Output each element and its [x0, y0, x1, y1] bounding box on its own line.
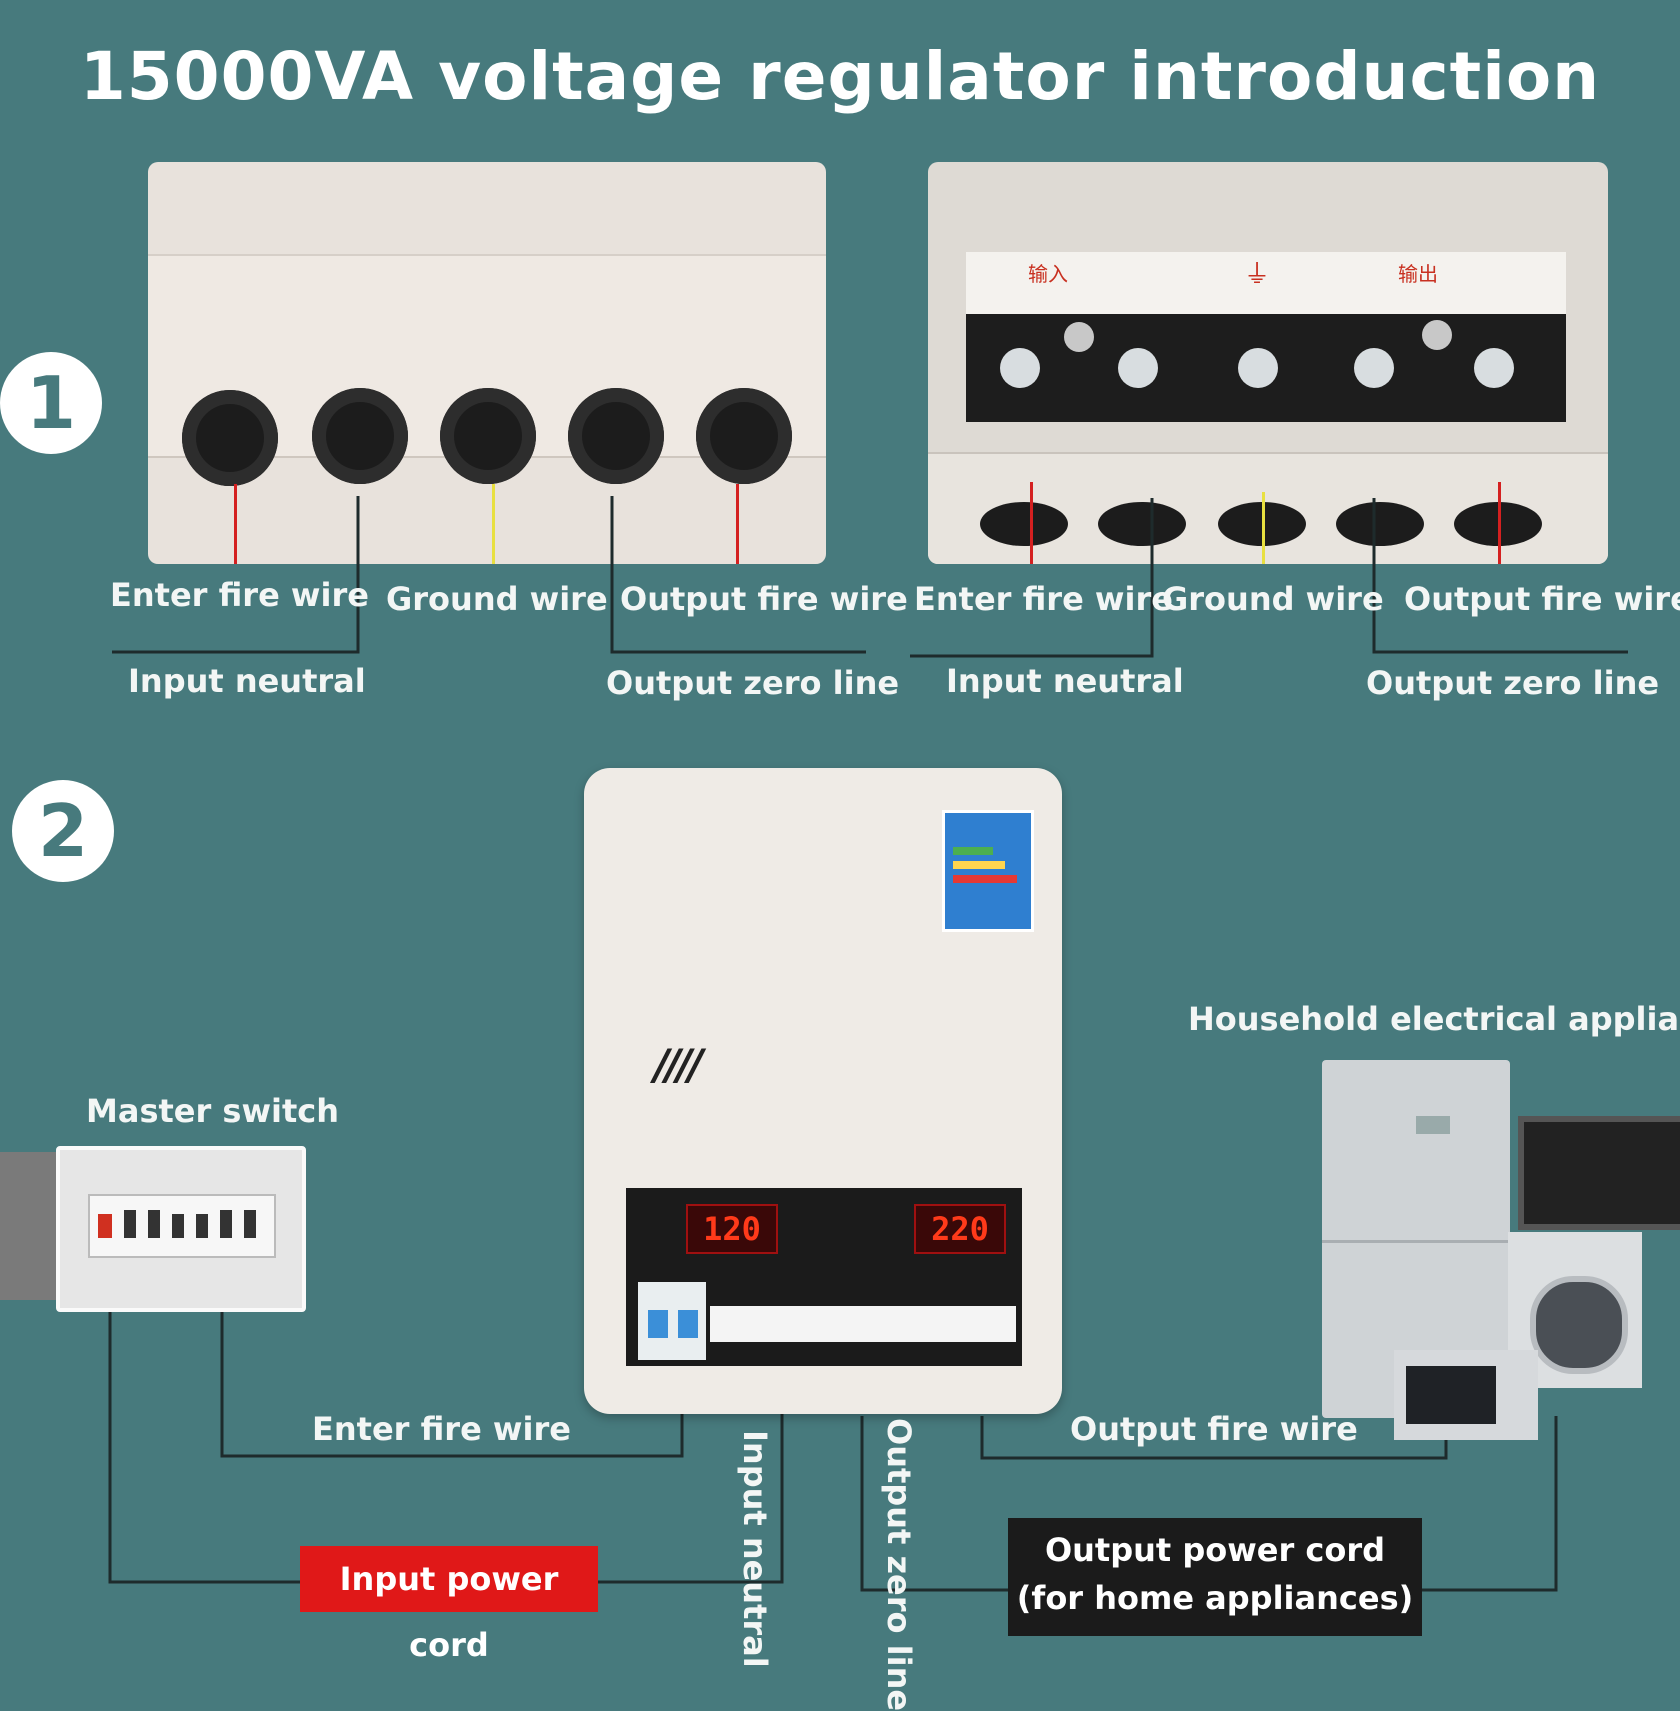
- microwave-icon: [1394, 1350, 1538, 1440]
- step-two-badge: 2: [12, 780, 114, 882]
- output-voltage-display: 220: [914, 1204, 1006, 1254]
- label-output-fire-wire: Output fire wire: [1404, 580, 1680, 618]
- vent-icon: ////: [654, 1040, 703, 1089]
- label-output-fire-wire: Output fire wire: [1070, 1410, 1358, 1448]
- terminal-block-photo: 输入 ⏚ 输出: [928, 162, 1608, 564]
- energy-label-icon: [942, 810, 1034, 932]
- grommet-icon: [980, 502, 1068, 546]
- regulator-bottom-photo: [148, 162, 826, 564]
- grommet-icon: [440, 388, 536, 484]
- grommet-icon: [568, 388, 664, 484]
- label-household-appliance: Household electrical applianc: [1188, 1000, 1680, 1038]
- label-input-neutral: Input neutral: [946, 662, 1184, 700]
- grommet-icon: [312, 388, 408, 484]
- label-output-zero-line: Output zero line: [880, 1418, 918, 1711]
- tv-icon: [1518, 1116, 1680, 1230]
- grommet-icon: [1098, 502, 1186, 546]
- grommet-icon: [1336, 502, 1424, 546]
- label-ground-wire: Ground wire: [1162, 580, 1384, 618]
- output-power-cord-line2: (for home appliances): [1016, 1579, 1414, 1617]
- voltage-regulator: //// 120 220: [584, 768, 1062, 1414]
- grommet-icon: [182, 390, 278, 486]
- label-input-neutral: Input neutral: [128, 662, 366, 700]
- grommet-icon: [696, 388, 792, 484]
- page-title: 15000VA voltage regulator introduction: [79, 38, 1601, 115]
- label-input-neutral: Input neutral: [736, 1430, 774, 1668]
- terminal-output-label: 输出: [1398, 262, 1438, 286]
- cable-conduit: [0, 1152, 60, 1300]
- step-one-badge: 1: [0, 352, 102, 454]
- control-panel: 120 220: [626, 1188, 1022, 1366]
- output-power-cord-line1: Output power cord: [1044, 1531, 1386, 1569]
- input-power-cord-tag: Input power cord: [300, 1546, 598, 1664]
- label-enter-fire-wire: Enter fire wire: [110, 576, 369, 614]
- label-master-switch: Master switch: [86, 1092, 340, 1130]
- label-output-zero-line: Output zero line: [1366, 664, 1660, 702]
- switch-icon: [88, 1194, 276, 1258]
- breaker-icon: [638, 1282, 706, 1360]
- label-output-fire-wire: Output fire wire: [620, 580, 908, 618]
- terminal-input-label: 输入: [1028, 262, 1068, 286]
- label-enter-fire-wire: Enter fire wire: [312, 1410, 571, 1448]
- terminal-ground-label: ⏚: [1244, 260, 1271, 290]
- label-enter-fire-wire: Enter fire wire: [914, 580, 1173, 618]
- output-power-cord-tag: Output power cord (for home appliances): [1008, 1518, 1422, 1636]
- master-switch-box: [56, 1146, 306, 1312]
- label-ground-wire: Ground wire: [386, 580, 608, 618]
- input-voltage-display: 120: [686, 1204, 778, 1254]
- label-output-zero-line: Output zero line: [606, 664, 900, 702]
